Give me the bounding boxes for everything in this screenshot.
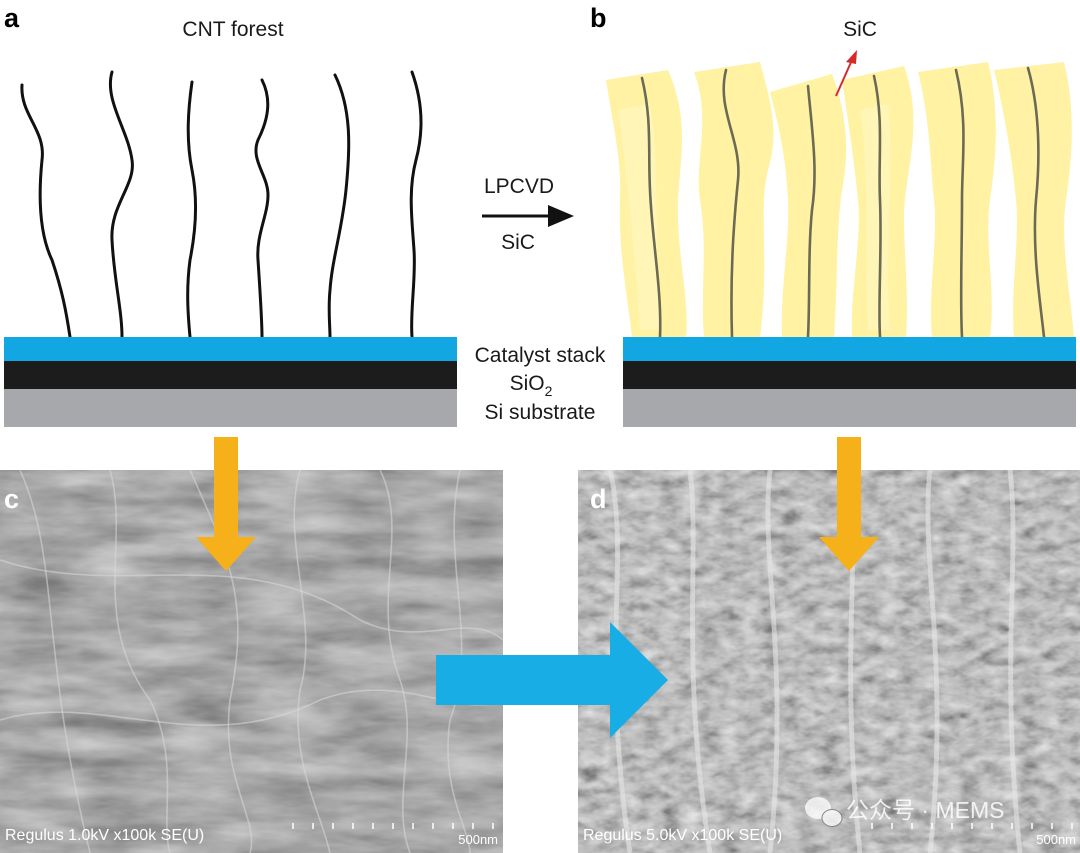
sic-pointer-line bbox=[835, 59, 853, 97]
si-substrate-label: Si substrate bbox=[485, 401, 596, 424]
panel-b-letter: b bbox=[590, 3, 607, 33]
down-arrow-shaft bbox=[837, 437, 861, 539]
sem-info-d: Regulus 5.0kV x100k SE(U) bbox=[583, 827, 782, 844]
cnt-core bbox=[806, 84, 816, 339]
sic-coating bbox=[694, 62, 774, 337]
sio2-layer-a bbox=[4, 361, 457, 389]
down-arrow-head bbox=[196, 537, 256, 571]
cnt-strand bbox=[409, 70, 423, 339]
sem-info-c: Regulus 1.0kV x100k SE(U) bbox=[5, 827, 204, 844]
sio2-layer-b bbox=[623, 361, 1076, 389]
catalyst-layer-b bbox=[623, 337, 1076, 361]
cnt-strand bbox=[20, 83, 72, 339]
lpcvd-label: LPCVD bbox=[484, 175, 554, 198]
cnt-forest-label: CNT forest bbox=[182, 18, 283, 41]
down-arrow-head bbox=[819, 537, 879, 571]
cnt-cores bbox=[640, 66, 1046, 339]
sio2-label-sub: 2 bbox=[545, 383, 553, 399]
flow-arrow-head bbox=[610, 622, 668, 738]
si-substrate-a bbox=[4, 389, 457, 427]
panel-d: d Regulus 5.0kV x100k SE(U) 500nm 公众号 · … bbox=[578, 470, 1080, 853]
scale-bar-d bbox=[871, 823, 1073, 829]
cnt-core bbox=[954, 68, 965, 339]
panel-d-letter: d bbox=[590, 484, 607, 514]
sem-fiber bbox=[379, 470, 411, 853]
sic-coating-label: SiC bbox=[843, 18, 877, 41]
sem-image-d bbox=[578, 470, 1080, 853]
catalyst-stack-label: Catalyst stack bbox=[475, 344, 606, 367]
down-arrow-b-to-d bbox=[819, 437, 879, 571]
sem-fibers-d bbox=[607, 470, 1023, 853]
cnt-core bbox=[640, 76, 662, 339]
down-arrow-shaft bbox=[214, 437, 238, 539]
sic-coating bbox=[770, 74, 847, 337]
sem-image-c bbox=[0, 470, 503, 853]
sem-fiber bbox=[607, 470, 633, 853]
down-arrow-a-to-c bbox=[196, 437, 256, 571]
layer-labels: Catalyst stack SiO2 Si substrate bbox=[475, 344, 606, 424]
sic-process-label: SiC bbox=[501, 231, 535, 254]
sem-fiber bbox=[109, 470, 171, 853]
process-arrow-head bbox=[548, 205, 574, 227]
sic-coating bbox=[994, 62, 1074, 337]
watermark-text: 公众号 · MEMS bbox=[846, 797, 1004, 823]
sio2-label: SiO2 bbox=[510, 372, 553, 399]
cnt-strand bbox=[327, 73, 351, 339]
panel-a: a CNT forest bbox=[4, 3, 457, 427]
cnt-strand bbox=[109, 70, 134, 339]
cnt-core bbox=[722, 68, 740, 339]
sic-coating bbox=[918, 62, 996, 337]
sem-fiber bbox=[1007, 470, 1023, 853]
watermark: 公众号 · MEMS bbox=[805, 797, 1004, 827]
sic-coating-highlight bbox=[860, 104, 891, 330]
cnt-strand bbox=[254, 78, 270, 339]
catalyst-layer-a bbox=[4, 337, 457, 361]
sio2-label-base: SiO bbox=[510, 372, 545, 395]
sic-coatings bbox=[606, 62, 1074, 337]
scale-bar-c bbox=[292, 823, 494, 829]
panel-a-letter: a bbox=[4, 3, 20, 33]
flow-arrow-c-to-d bbox=[436, 622, 668, 738]
sem-fiber bbox=[19, 470, 91, 853]
cnt-strand bbox=[186, 80, 198, 339]
scale-label-c: 500nm bbox=[458, 832, 498, 847]
sic-pointer-head bbox=[846, 50, 857, 64]
sem-fiber bbox=[293, 470, 331, 853]
cnt-strands bbox=[20, 70, 423, 339]
panel-b: b SiC bbox=[590, 3, 1076, 427]
panel-c-letter: c bbox=[4, 484, 19, 514]
panel-c: c Regulus 1.0kV x100k SE(U) 500nm bbox=[0, 470, 503, 853]
sem-fiber bbox=[687, 470, 713, 853]
process-arrow: LPCVD SiC bbox=[482, 175, 574, 254]
sem-fiber bbox=[0, 559, 503, 641]
sem-fiber bbox=[765, 470, 780, 853]
sem-fiber bbox=[925, 470, 940, 853]
wechat-icon bbox=[805, 797, 843, 827]
flow-arrow-shaft bbox=[436, 655, 616, 705]
scale-label-d: 500nm bbox=[1036, 832, 1076, 847]
wechat-bubble-small bbox=[821, 809, 843, 827]
si-substrate-b bbox=[623, 389, 1076, 427]
cnt-core bbox=[872, 74, 882, 339]
cnt-core bbox=[1026, 66, 1046, 339]
